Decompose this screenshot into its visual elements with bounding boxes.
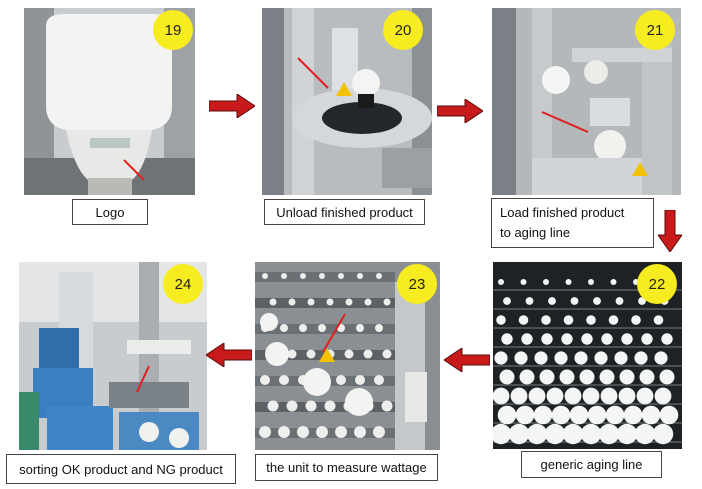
step-20-photo: 20 (262, 8, 432, 195)
step-22-caption: generic aging line (521, 451, 662, 478)
step-23-caption: the unit to measure wattage (255, 454, 438, 481)
step-number-badge: 19 (153, 10, 193, 50)
arrow-left-icon (206, 343, 252, 367)
step-21-photo: 21 (492, 8, 681, 195)
arrow-right-icon (209, 94, 255, 118)
step-number-badge: 22 (637, 264, 677, 304)
arrow-down-icon (658, 210, 682, 252)
step-21-caption: Load finished product to aging line (491, 198, 654, 248)
arrow-left-icon (444, 348, 490, 372)
step-number-badge: 20 (383, 10, 423, 50)
step-number-badge: 23 (397, 264, 437, 304)
step-24-caption: sorting OK product and NG product (6, 454, 236, 484)
step-21-caption-line-2: to aging line (500, 225, 571, 240)
arrow-right-icon (437, 99, 483, 123)
step-number-badge: 21 (635, 10, 675, 50)
step-21-caption-line-1: Load finished product (500, 205, 625, 220)
step-22-photo: 22 (493, 262, 682, 449)
step-19-caption: Logo (72, 199, 148, 225)
step-number-badge: 24 (163, 264, 203, 304)
step-23-photo: 23 (255, 262, 440, 450)
step-19-photo: 19 (24, 8, 195, 195)
step-20-caption: Unload finished product (264, 199, 425, 225)
step-24-photo: 24 (19, 262, 207, 450)
